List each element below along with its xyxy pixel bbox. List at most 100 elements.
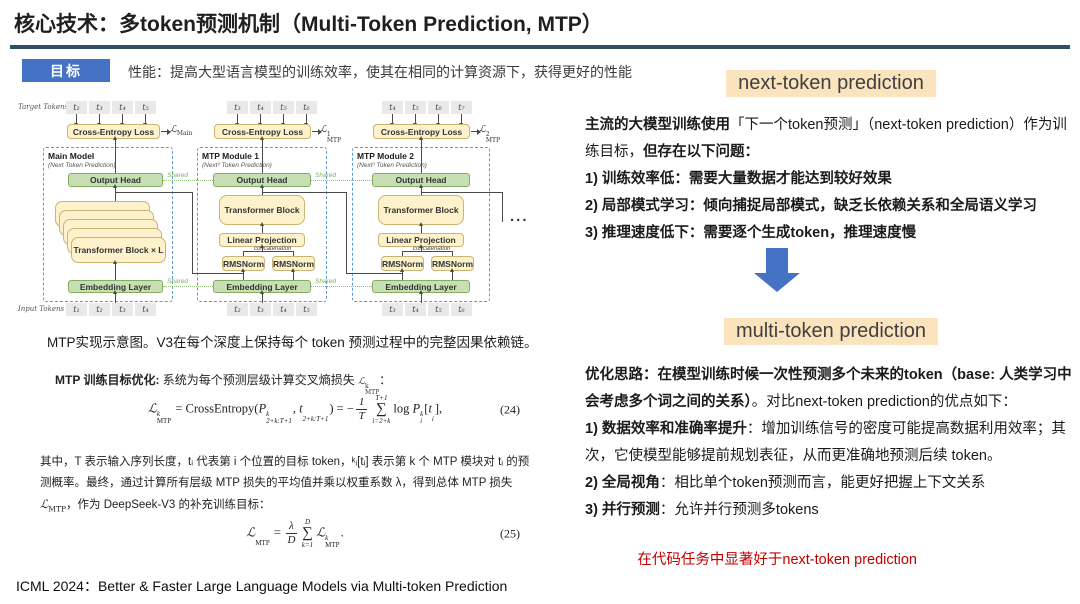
module-title: Main Model [48, 151, 95, 161]
token-box: t₃ [89, 101, 110, 114]
connector [293, 251, 294, 256]
problem-item: 2) 局部模式学习：倾向捕捉局部模式，缺乏长依赖关系和全局语义学习 [585, 198, 1037, 214]
connector [116, 192, 192, 193]
token-box: t₅ [273, 101, 294, 114]
token-box: t₄ [112, 101, 133, 114]
title-divider [10, 45, 1070, 49]
arrow [235, 114, 239, 127]
token-box: t₅ [428, 303, 449, 316]
multi-token-heading: multi-token prediction [723, 318, 939, 345]
token-box: t₆ [296, 101, 317, 114]
arrow [74, 114, 78, 127]
token-box: t₃ [227, 101, 248, 114]
concatenation-label: concatenation [254, 246, 292, 252]
multi-token-advantages: 优化思路：在模型训练时候一次性预测多个未来的token（base: 人类学习中会… [585, 362, 1077, 524]
arrow [471, 128, 481, 135]
arrow [413, 114, 417, 127]
arrow [312, 128, 322, 135]
paragraph: 主流的大模型训练使用「下一个token预测」（next-token predic… [585, 117, 1067, 160]
module-subtitle: (Next² Token Prediction) [202, 162, 272, 169]
module-subtitle: (Next Token Prediction) [48, 162, 116, 169]
arrow [113, 260, 117, 280]
token-box: t₄ [273, 303, 294, 316]
equation-number: (25) [500, 526, 520, 541]
token-box: t₅ [135, 101, 156, 114]
problem-item: 1) 训练效率低：需要大量数据才能达到较好效果 [585, 171, 892, 187]
arrow [260, 244, 264, 251]
ellipsis: ... [510, 208, 529, 225]
arrow [260, 136, 264, 173]
arrow [113, 184, 117, 201]
arrow [120, 114, 124, 127]
diagram-caption: MTP实现示意图。V3在每个深度上保持每个 token 预测过程中的完整因果依赖… [47, 335, 538, 350]
advantage-item: 1) 数据效率和准确率提升：增加训练信号的密度可能提高数据利用效率；其次，它使模… [585, 421, 1066, 464]
transformer-block-stack: Transformer Block × L [71, 237, 166, 263]
token-box: t₃ [382, 303, 403, 316]
token-box: t₃ [250, 303, 271, 316]
arrow [419, 136, 423, 173]
shared-label: Shared [167, 278, 188, 285]
arrow [241, 268, 245, 280]
token-box: t₂ [227, 303, 248, 316]
arrow [260, 184, 264, 195]
arrow [436, 114, 440, 127]
token-box: t₇ [451, 101, 472, 114]
connector [452, 251, 453, 256]
reference-footer: ICML 2024：Better & Faster Large Language… [16, 578, 508, 594]
paragraph: 优化思路：在模型训练时候一次性预测多个未来的token（base: 人类学习中会… [585, 367, 1072, 410]
advantage-item: 3) 并行预测：允许并行预测多tokens [585, 502, 819, 518]
shared-link [163, 180, 213, 181]
module-title: MTP Module 2 [357, 151, 414, 161]
arrow [419, 244, 423, 251]
connector [502, 192, 503, 222]
connector [422, 192, 502, 193]
connector [192, 192, 193, 273]
token-box: t₅ [296, 303, 317, 316]
token-box: t₆ [428, 101, 449, 114]
connector [402, 251, 403, 256]
goal-badge: 目标 [22, 59, 110, 82]
arrow [459, 114, 463, 127]
arrow [260, 222, 264, 233]
arrow [291, 268, 295, 280]
arrow [419, 184, 423, 195]
token-box: t₄ [250, 101, 271, 114]
arrow [400, 268, 404, 280]
mtp-loss-explanation: 其中，T 表示输入序列长度，tᵢ 代表第 i 个位置的目标 token，ᵏᵢ[t… [40, 456, 530, 514]
arrow [304, 114, 308, 127]
arrow [450, 268, 454, 280]
shared-link [163, 286, 213, 287]
arrow [390, 114, 394, 127]
shared-link [311, 180, 372, 181]
next-token-problems: 主流的大模型训练使用「下一个token预测」（next-token predic… [585, 112, 1077, 247]
connector [243, 251, 244, 256]
token-box: t₄ [405, 303, 426, 316]
connector [346, 192, 347, 273]
transformer-block-box: Transformer Block [219, 195, 305, 225]
equation-number: (24) [500, 402, 520, 417]
rmsnorm-box: RMSNorm [381, 256, 424, 271]
shared-label: Shared [315, 172, 336, 179]
token-box: t₃ [112, 303, 133, 316]
token-box: t₄ [382, 101, 403, 114]
token-box: t₁ [66, 303, 87, 316]
arrow [419, 222, 423, 233]
connector [402, 251, 453, 252]
token-box: t₅ [405, 101, 426, 114]
arrow [258, 114, 262, 127]
arrow [97, 114, 101, 127]
right-panel: next-token prediction 主流的大模型训练使用「下一个toke… [585, 70, 1077, 600]
main-model-box [43, 147, 173, 302]
target-tokens-label: Target Tokens [18, 103, 69, 111]
token-box: t₂ [89, 303, 110, 316]
loss-label-main: ℒMain [170, 124, 193, 137]
arrow [260, 290, 264, 303]
red-note: 在代码任务中显著好于next-token prediction [637, 552, 917, 568]
arrow [113, 136, 117, 173]
